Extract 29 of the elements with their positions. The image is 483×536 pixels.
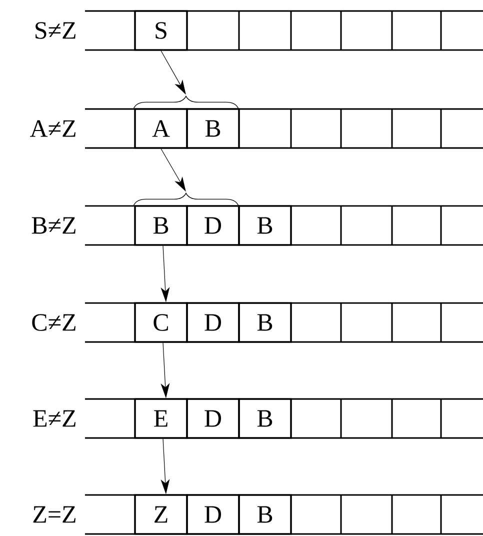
tape-cell: Z: [134, 494, 188, 535]
tape-cell: S: [134, 10, 188, 51]
tape-cell: D: [186, 494, 240, 535]
tape: [85, 205, 483, 246]
tape: [85, 108, 483, 149]
row-label: B≠Z: [32, 217, 76, 234]
tape-cell: D: [186, 205, 240, 246]
tape-cell: B: [238, 398, 292, 439]
tape: [85, 398, 483, 439]
brace: [133, 96, 239, 109]
tape: [85, 10, 483, 51]
tape-cell: C: [134, 302, 188, 343]
tape-cell: D: [186, 398, 240, 439]
row-label: C≠Z: [32, 314, 76, 331]
tape-cell: A: [134, 108, 188, 149]
brace: [133, 192, 239, 206]
tape-cell: B: [238, 494, 292, 535]
tape-cell: E: [134, 398, 188, 439]
row-label: S≠Z: [36, 22, 76, 39]
row-label: Z=Z: [33, 506, 76, 523]
tape-cell: B: [238, 302, 292, 343]
tape-cell: B: [186, 108, 240, 149]
row-label: E≠Z: [33, 410, 76, 427]
tape: [85, 494, 483, 535]
row-label: A≠Z: [30, 120, 76, 137]
tape-cell: B: [134, 205, 188, 246]
tape-cell: D: [186, 302, 240, 343]
tape-cell: B: [238, 205, 292, 246]
tape: [85, 302, 483, 343]
